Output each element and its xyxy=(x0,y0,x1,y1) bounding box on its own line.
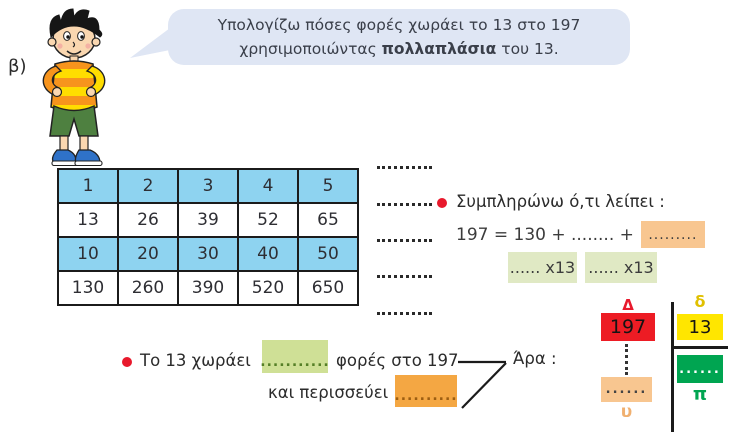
conclusion-text-pre: Το 13 χωράει xyxy=(140,351,251,370)
table-cell: 2 xyxy=(117,168,179,204)
dotted-line xyxy=(377,275,432,278)
conclusion-remainder-text: και περισσεύει xyxy=(268,383,389,402)
speech-bubble-tail xyxy=(130,28,170,58)
section-label: β) xyxy=(8,56,27,77)
equation-blank-field[interactable]: ......... xyxy=(640,221,705,248)
table-cell: 650 xyxy=(297,270,359,306)
fill-section-title: Συμπληρώνω ό,τι λείπει : xyxy=(456,192,665,211)
table-cell: 65 xyxy=(297,202,359,238)
table-row: 130 260 390 520 650 xyxy=(57,270,359,306)
divisor-label: δ xyxy=(694,292,706,311)
table-row: 13 26 39 52 65 xyxy=(57,202,359,238)
times-blank-field[interactable]: ........... xyxy=(260,340,329,373)
bullet-icon xyxy=(122,357,132,367)
division-dotted-connector xyxy=(625,344,628,375)
result-label: Άρα : xyxy=(513,349,557,368)
table-cell: 520 xyxy=(237,270,299,306)
dotted-line xyxy=(377,312,432,315)
speech-bubble: Υπολογίζω πόσες φορές χωράει το 13 στο 1… xyxy=(168,9,630,65)
table-row: 1 2 3 4 5 xyxy=(57,168,359,204)
remainder-label: υ xyxy=(620,402,633,422)
table-cell: 39 xyxy=(177,202,239,238)
x13-blank-field-left[interactable]: ...... x13 xyxy=(508,252,577,283)
equation-row: 197 = 130 + ........ + ......... xyxy=(456,221,705,248)
dotted-line xyxy=(377,239,432,242)
connector-lines xyxy=(458,360,507,409)
table-cell: 260 xyxy=(117,270,179,306)
speech-line-1: Υπολογίζω πόσες φορές χωράει το 13 στο 1… xyxy=(217,16,581,34)
dividend-box: 197 xyxy=(601,313,655,341)
divisor-box: 13 xyxy=(677,314,723,340)
table-cell: 130 xyxy=(57,270,119,306)
division-vertical-line xyxy=(671,302,674,432)
table-cell: 52 xyxy=(237,202,299,238)
quotient-blank-field[interactable]: ...... xyxy=(677,355,723,383)
table-row: 10 20 30 40 50 xyxy=(57,236,359,272)
table-cell: 13 xyxy=(57,202,119,238)
division-horizontal-line xyxy=(674,346,728,349)
table-cell: 5 xyxy=(297,168,359,204)
table-cell: 1 xyxy=(57,168,119,204)
table-cell: 30 xyxy=(177,236,239,272)
table-cell: 26 xyxy=(117,202,179,238)
dividend-label: Δ xyxy=(622,296,634,314)
remainder-blank-field[interactable]: ...... xyxy=(601,377,652,402)
table-cell: 20 xyxy=(117,236,179,272)
dotted-line xyxy=(377,203,432,206)
conclusion-text-post: φορές στο 197 xyxy=(336,351,459,370)
remainder-result-blank-field[interactable]: .......... xyxy=(394,375,457,407)
speech-line-2: χρησιμοποιώντας πολλαπλάσια του 13. xyxy=(239,40,559,58)
table-cell: 390 xyxy=(177,270,239,306)
equation-text: 197 = 130 + ........ + xyxy=(456,224,634,245)
table-cell: 10 xyxy=(57,236,119,272)
x13-blank-field-right[interactable]: ...... x13 xyxy=(585,252,657,283)
quotient-label: π xyxy=(692,384,708,405)
table-cell: 3 xyxy=(177,168,239,204)
multiples-table: 1 2 3 4 5 13 26 39 52 65 10 20 30 40 50 … xyxy=(57,168,359,306)
table-cell: 50 xyxy=(297,236,359,272)
table-cell: 40 xyxy=(237,236,299,272)
bullet-icon xyxy=(437,198,447,208)
table-cell: 4 xyxy=(237,168,299,204)
dotted-line xyxy=(377,166,432,169)
boy-illustration xyxy=(42,8,106,166)
